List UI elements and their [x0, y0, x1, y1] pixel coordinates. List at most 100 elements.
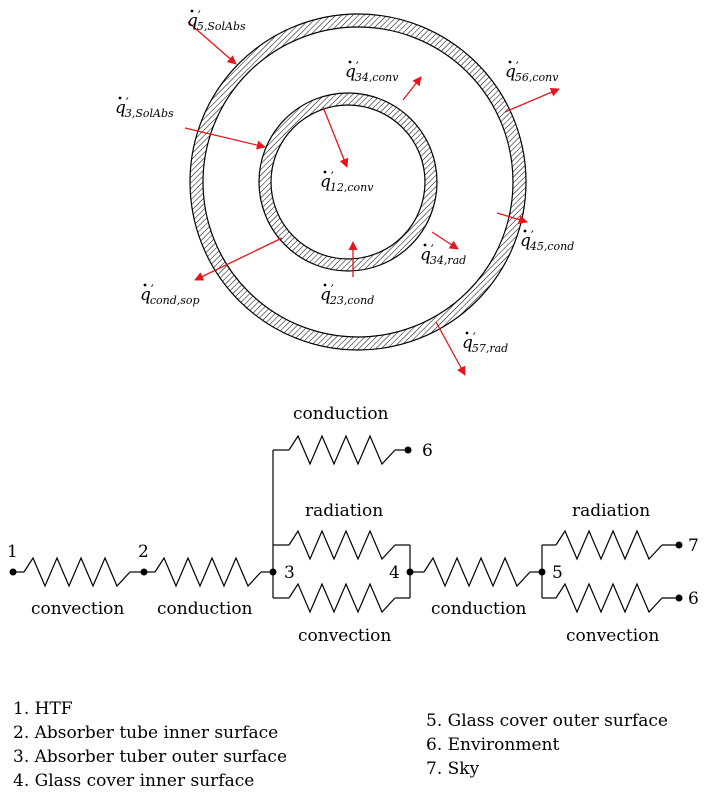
flux-label-q12-conv: q′12,conv — [320, 170, 374, 194]
resistor-r36 — [288, 434, 396, 466]
flux-symbol: q — [345, 62, 356, 82]
flux-prime: ′ — [473, 331, 476, 346]
flux-label-q57-rad: q′57,rad — [462, 331, 508, 355]
flux-prime: ′ — [198, 9, 201, 24]
flux-symbol: q — [520, 231, 531, 251]
flux-subscript: 45,cond — [529, 240, 574, 253]
flux-prime: ′ — [356, 60, 359, 75]
label-r36: conduction — [293, 404, 389, 424]
node-1-label: 1 — [7, 542, 18, 562]
flux-symbol: q — [187, 11, 198, 31]
legend-item: 1. HTF — [13, 699, 73, 719]
resistor-r34-rad — [288, 529, 396, 561]
flux-label-q23-cond: q′23,cond — [320, 283, 374, 307]
node-3-dot — [269, 568, 277, 576]
arrow-q56-conv — [504, 88, 560, 113]
flux-label-q56-conv: q′56,conv — [505, 60, 559, 84]
legend-item: 3. Absorber tuber outer surface — [13, 747, 288, 767]
legend-item: 4. Glass cover inner surface — [13, 771, 255, 791]
flux-subscript: cond,sop — [150, 294, 200, 307]
flux-symbol: q — [140, 285, 151, 305]
arrow-qcond-sop — [194, 237, 283, 281]
node-4-label: 4 — [389, 563, 400, 583]
label-r57: radiation — [572, 501, 650, 521]
arrow-q57-rad — [435, 321, 466, 376]
legend-right: 5. Glass cover outer surface 6. Environm… — [426, 709, 668, 781]
legend-item: 7. Sky — [426, 759, 480, 779]
flux-prime: ′ — [331, 170, 334, 185]
node-1-dot — [9, 568, 17, 576]
flux-dot — [143, 283, 147, 287]
network-nodes — [9, 446, 683, 602]
node-6b-label: 6 — [688, 589, 699, 609]
flux-prime: ′ — [431, 243, 434, 258]
label-r56: convection — [566, 626, 659, 646]
flux-dot — [508, 60, 512, 64]
absorber-tube-ring — [258, 92, 438, 272]
flux-subscript: 34,conv — [355, 71, 399, 84]
node-6a-label: 6 — [422, 441, 433, 461]
label-r45: conduction — [431, 599, 527, 619]
arrow-q45-cond — [496, 212, 528, 225]
flux-label-q34-conv: q′34,conv — [345, 60, 399, 84]
node-6b-dot — [675, 594, 683, 602]
label-r23: conduction — [157, 599, 253, 619]
node-2-label: 2 — [138, 542, 149, 562]
node-6a-dot — [404, 446, 412, 454]
flux-label-q3-solabs: q′3,SolAbs — [115, 96, 174, 120]
node-7-dot — [675, 541, 683, 549]
flux-symbol: q — [462, 333, 473, 353]
flux-symbol: q — [505, 62, 516, 82]
flux-prime: ′ — [531, 229, 534, 244]
label-r34-rad: radiation — [305, 501, 383, 521]
node-5-dot — [538, 568, 546, 576]
legend-item: 2. Absorber tube inner surface — [13, 723, 279, 743]
label-r34-conv: convection — [298, 626, 391, 646]
node-2-dot — [140, 568, 148, 576]
flux-dot — [323, 283, 327, 287]
node-3-label: 3 — [284, 563, 295, 583]
legend-item: 5. Glass cover outer surface — [426, 711, 668, 731]
resistor-r56 — [555, 582, 663, 614]
resistors — [23, 434, 663, 614]
flux-dot — [118, 96, 122, 100]
resistor-r12 — [23, 556, 131, 588]
flux-symbol: q — [320, 285, 331, 305]
node-5-label: 5 — [552, 563, 563, 583]
resistor-r45 — [423, 556, 531, 588]
flux-dot — [423, 243, 427, 247]
flux-symbol: q — [115, 98, 126, 118]
flux-dot — [348, 60, 352, 64]
flux-prime: ′ — [331, 283, 334, 298]
glass-cover-ring — [189, 13, 527, 351]
flux-label-q45-cond: q′45,cond — [520, 229, 574, 253]
flux-subscript: 57,rad — [472, 342, 508, 355]
flux-label-q34-rad: q′34,rad — [420, 243, 466, 267]
flux-label-qcond-sop: q′cond,sop — [140, 283, 200, 307]
heat-flux-arrows — [184, 21, 560, 376]
arrow-q5-solabs — [187, 21, 237, 65]
flux-dot — [465, 331, 469, 335]
resistor-r34-conv — [288, 582, 396, 614]
resistor-r57 — [555, 529, 663, 561]
flux-dot — [523, 229, 527, 233]
flux-subscript: 12,conv — [330, 181, 374, 194]
flux-subscript: 56,conv — [515, 71, 559, 84]
flux-prime: ′ — [151, 283, 154, 298]
arrow-q34-rad — [431, 231, 459, 250]
flux-symbol: q — [420, 245, 431, 265]
flux-subscript: 23,cond — [329, 294, 374, 307]
flux-symbol: q — [320, 172, 331, 192]
flux-dot — [190, 9, 194, 13]
flux-subscript: 5,SolAbs — [197, 20, 246, 33]
arrow-q34-conv — [402, 76, 422, 101]
resistor-r23 — [154, 556, 262, 588]
flux-subscript: 34,rad — [430, 254, 466, 267]
label-r12: convection — [31, 599, 124, 619]
flux-dot — [323, 170, 327, 174]
flux-subscript: 3,SolAbs — [125, 107, 174, 120]
flux-prime: ′ — [516, 60, 519, 75]
legend-left: 1. HTF 2. Absorber tube inner surface 3.… — [13, 697, 287, 793]
